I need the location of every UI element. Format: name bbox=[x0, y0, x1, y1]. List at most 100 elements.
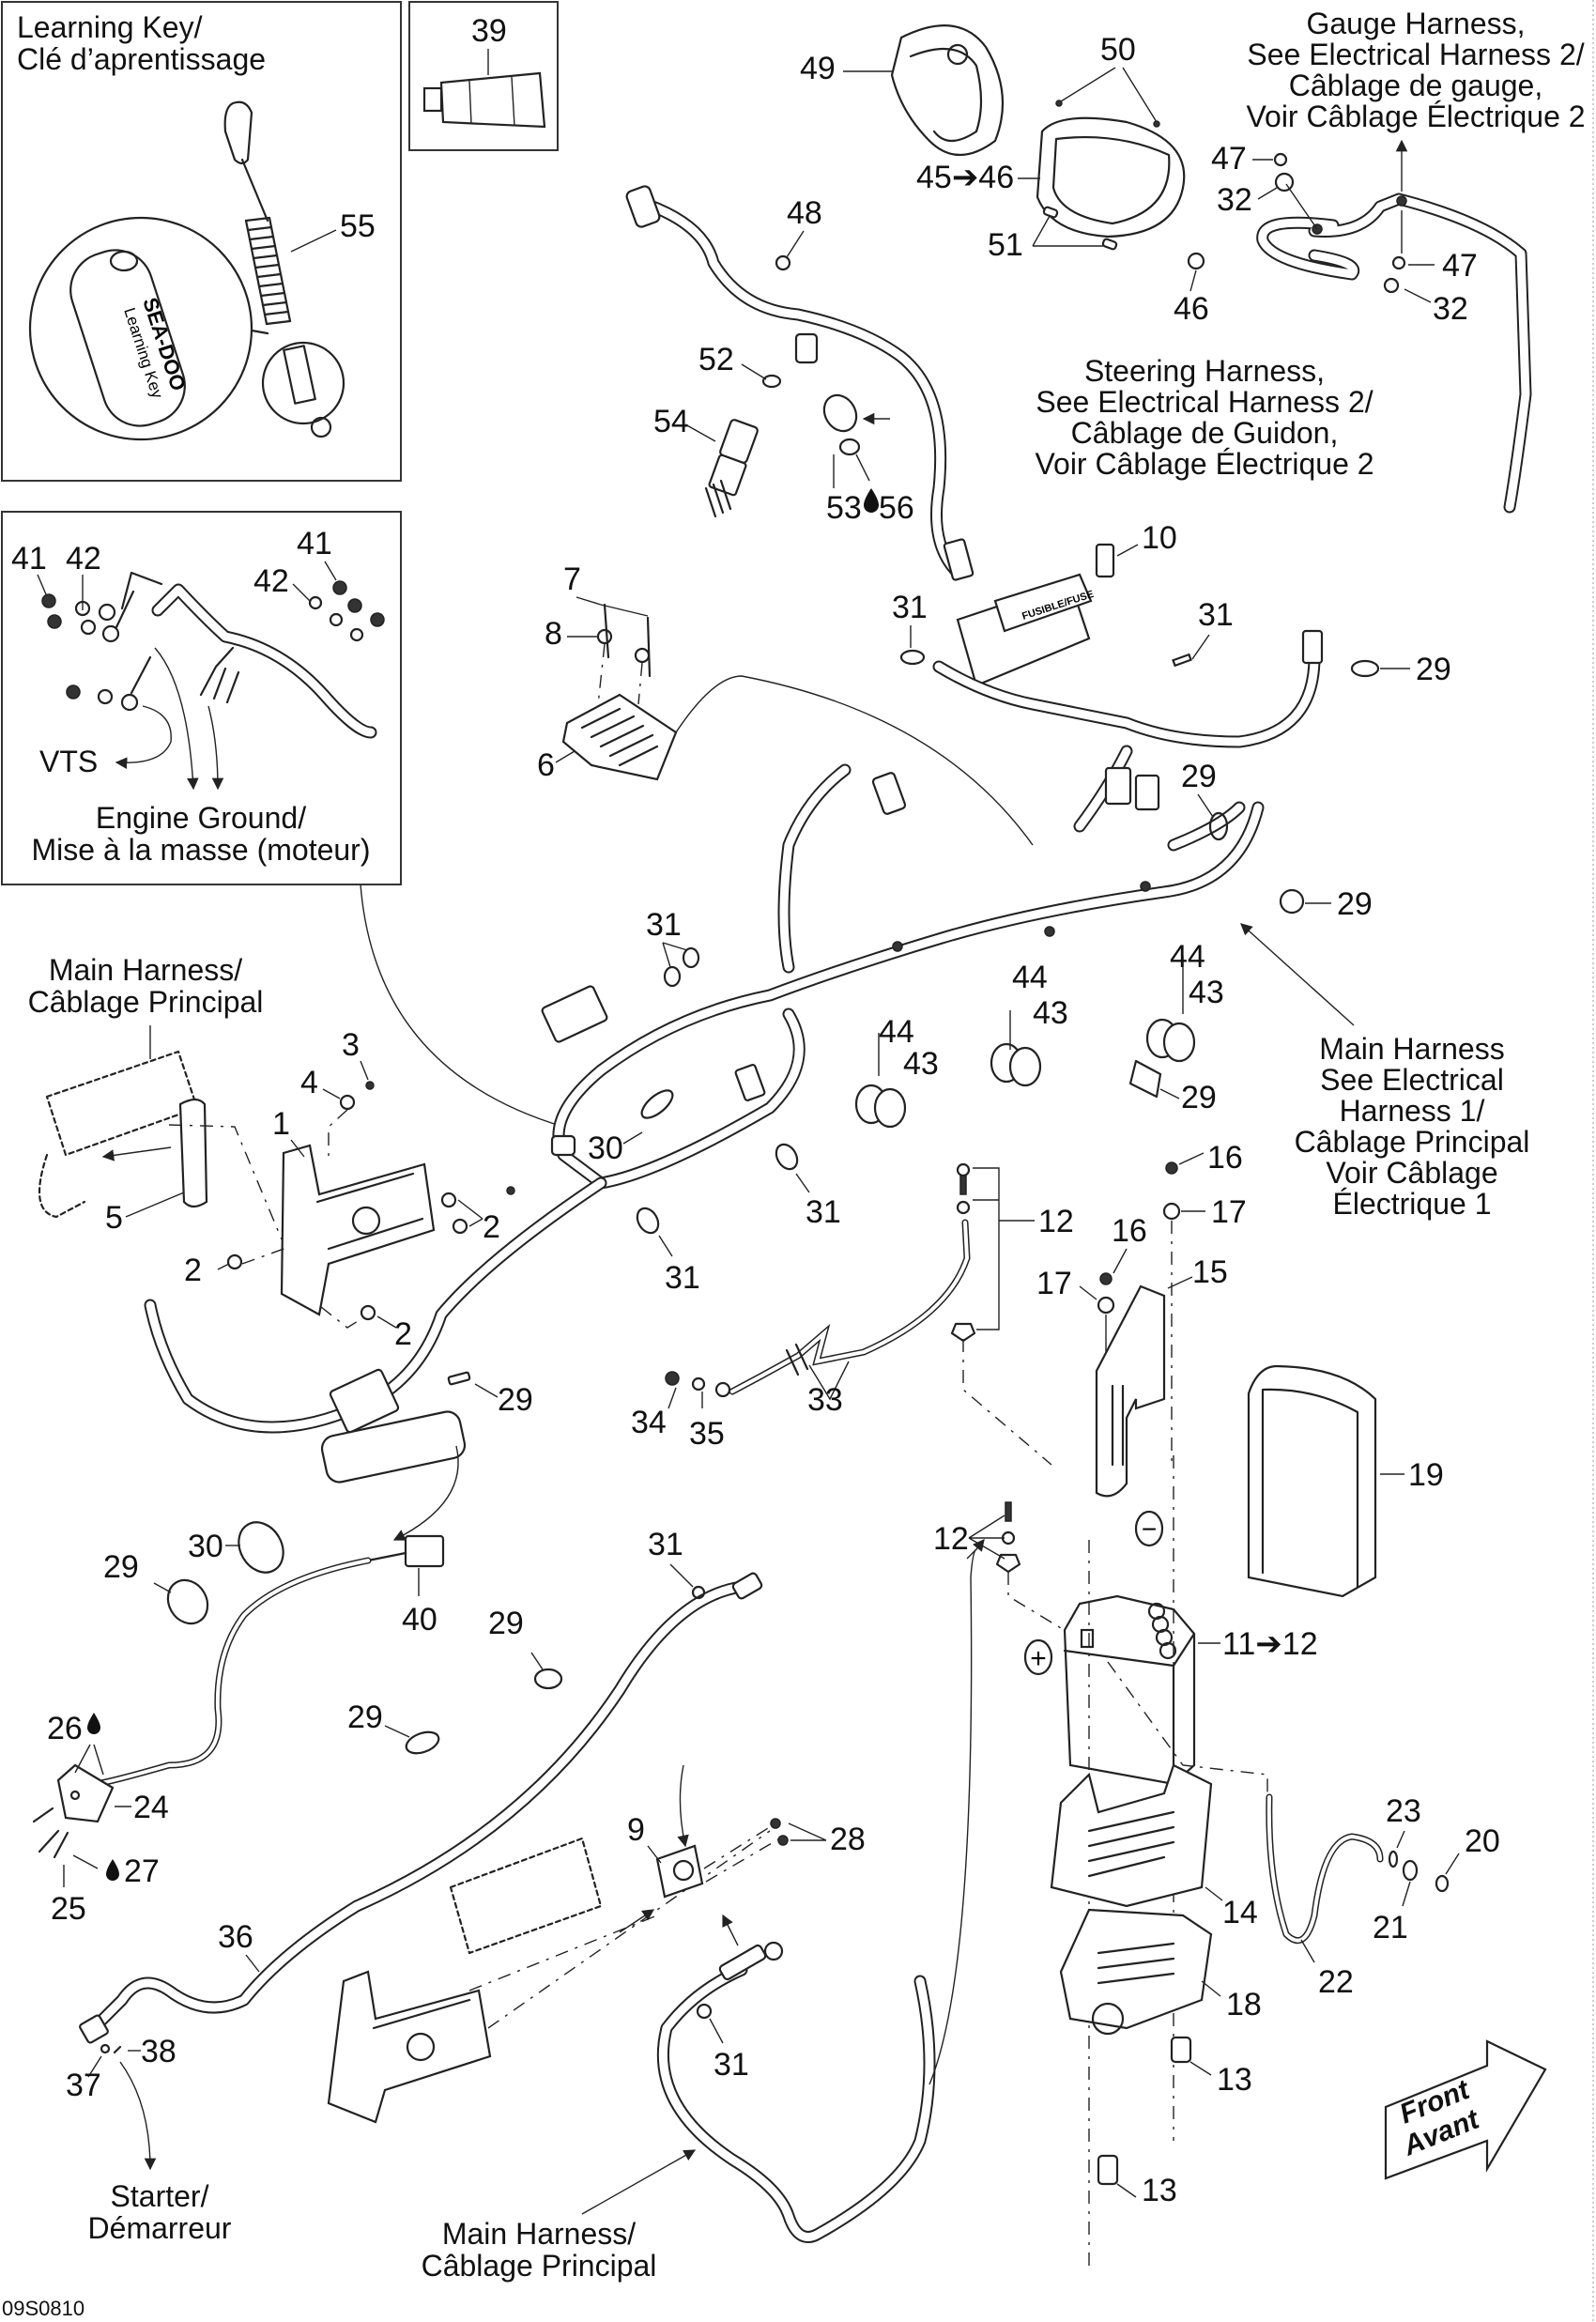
connector-icon bbox=[871, 772, 907, 815]
fuse-box-ghost-icon bbox=[38, 1050, 199, 1219]
detail-circle-small bbox=[261, 341, 345, 425]
callout-29-starter-b: 29 bbox=[347, 1699, 383, 1735]
connector-icon bbox=[734, 1064, 766, 1101]
callout-16-top: 16 bbox=[1207, 1140, 1243, 1176]
battery-bracket-15-icon bbox=[1095, 1284, 1166, 1498]
harness-connector-icon bbox=[541, 985, 608, 1043]
callout-30-harness: 30 bbox=[588, 1130, 623, 1166]
gauge-cluster-45-46 bbox=[1036, 116, 1186, 238]
callout-32-top: 32 bbox=[1217, 182, 1252, 218]
svg-text:Câblage de Guidon,: Câblage de Guidon, bbox=[1071, 416, 1339, 450]
tie-29-icon bbox=[405, 1730, 440, 1755]
inset-learning-key: Learning Key/ Clé d’aprentissage SEA-DOO… bbox=[1, 1, 402, 482]
grease-tube-icon bbox=[422, 71, 546, 129]
battery-11-icon bbox=[1063, 1594, 1196, 1786]
coiled-lanyard-icon bbox=[244, 216, 292, 326]
callout-41-right: 41 bbox=[297, 526, 332, 561]
clip-31-icon bbox=[636, 1207, 660, 1235]
key-post-icon bbox=[794, 332, 819, 364]
callout-37: 37 bbox=[66, 2068, 101, 2103]
cable-terminal-icon bbox=[718, 1944, 767, 1981]
positive-terminal-icon bbox=[1023, 1638, 1053, 1676]
main-harness-right-note: Main Harness See Electrical Harness 1/ C… bbox=[1295, 1032, 1530, 1221]
battery-cover-19-icon bbox=[1247, 1364, 1377, 1598]
connector-icon bbox=[943, 538, 974, 581]
callout-30-lower: 30 bbox=[188, 1529, 223, 1564]
document-id: 09S0810 bbox=[2, 2297, 84, 2320]
engine-ground-label-fr: Mise à la masse (moteur) bbox=[32, 833, 371, 867]
callout-44-a: 44 bbox=[879, 1014, 914, 1050]
callout-53: 53 bbox=[826, 490, 862, 526]
callout-31-harness-left: 31 bbox=[665, 1260, 700, 1296]
callout-14: 14 bbox=[1222, 1895, 1258, 1930]
sensor-24-icon bbox=[56, 1763, 115, 1823]
fluid-drop-icon bbox=[864, 488, 879, 513]
grommet-13-icon bbox=[1097, 2036, 1192, 2186]
callout-1: 1 bbox=[272, 1106, 290, 1142]
callout-2-bottom: 2 bbox=[394, 1316, 412, 1352]
battery-base-18-icon bbox=[1059, 1908, 1213, 2036]
tie-29-icon bbox=[1128, 1059, 1162, 1099]
engine-ground-label-en: Engine Ground/ bbox=[96, 801, 306, 835]
switch-housing-icon bbox=[822, 393, 858, 433]
callout-39: 39 bbox=[471, 13, 507, 49]
tie-29-icon bbox=[1350, 659, 1380, 678]
callout-31-fuse-right: 31 bbox=[1198, 597, 1234, 633]
callout-29-fuse-right: 29 bbox=[1416, 652, 1451, 687]
callout-38: 38 bbox=[141, 2034, 176, 2069]
relay-10-icon bbox=[1095, 543, 1115, 578]
callout-43-a: 43 bbox=[903, 1046, 939, 1082]
svg-text:Main Harness/: Main Harness/ bbox=[49, 953, 242, 987]
callout-7: 7 bbox=[563, 561, 581, 597]
callout-56: 56 bbox=[879, 490, 914, 526]
negative-terminal-icon bbox=[1134, 1510, 1164, 1547]
callout-12-battery: 12 bbox=[933, 1521, 969, 1557]
callout-27: 27 bbox=[124, 1853, 160, 1889]
callout-9: 9 bbox=[627, 1812, 645, 1848]
connector-icon bbox=[1301, 629, 1324, 665]
multi-connector-icon bbox=[329, 1368, 400, 1434]
lanyard-clip-icon bbox=[223, 100, 269, 223]
gauge-harness-note: Gauge Harness, See Electrical Harness 2/… bbox=[1246, 7, 1585, 133]
svg-text:Starter/: Starter/ bbox=[111, 2179, 209, 2213]
svg-text:Câblage Principal: Câblage Principal bbox=[422, 2249, 657, 2283]
callout-36: 36 bbox=[218, 1919, 253, 1955]
callout-19: 19 bbox=[1408, 1457, 1444, 1493]
callout-42-left: 42 bbox=[66, 541, 101, 577]
svg-text:See Electrical Harness 2/: See Electrical Harness 2/ bbox=[1036, 385, 1373, 419]
callout-55: 55 bbox=[340, 208, 376, 244]
connector-cover-ghost bbox=[320, 1410, 467, 1484]
ground-bolts-left-icon bbox=[41, 593, 139, 712]
callout-29-mid: 29 bbox=[1181, 759, 1217, 794]
gauge-bezel-49 bbox=[890, 24, 1005, 157]
callout-31-fuse-left: 31 bbox=[892, 590, 928, 625]
clip-51-icon bbox=[1042, 206, 1059, 219]
voltage-regulator-6-icon bbox=[561, 693, 678, 781]
callout-49: 49 bbox=[800, 51, 836, 86]
inset-frame bbox=[1, 1, 402, 482]
connector-40-icon bbox=[404, 1534, 445, 1568]
detail-circle-large bbox=[28, 216, 253, 441]
callout-28: 28 bbox=[830, 1822, 866, 1857]
svg-text:Câblage de gauge,: Câblage de gauge, bbox=[1289, 69, 1542, 102]
callout-20: 20 bbox=[1465, 1823, 1500, 1859]
callout-46: 46 bbox=[1174, 291, 1209, 327]
callout-34: 34 bbox=[631, 1405, 667, 1440]
bolt-12-icon bbox=[956, 1162, 971, 1177]
terminal-icon bbox=[79, 2014, 109, 2044]
callout-47-bottom: 47 bbox=[1442, 248, 1478, 284]
callout-4: 4 bbox=[300, 1065, 318, 1100]
svg-text:Steering Harness,: Steering Harness, bbox=[1084, 354, 1325, 388]
main-harness bbox=[552, 801, 1265, 1190]
callout-29-right: 29 bbox=[1337, 886, 1373, 922]
callout-31-harness-top: 31 bbox=[646, 907, 682, 943]
module-bracket-1-icon bbox=[280, 1144, 436, 1316]
callout-6: 6 bbox=[537, 747, 555, 783]
callout-44-c: 44 bbox=[1170, 939, 1205, 975]
callout-35: 35 bbox=[689, 1416, 725, 1452]
connector-icon bbox=[550, 1134, 576, 1157]
fuse-box-icon: FUSIBLE/FUSE bbox=[956, 573, 1095, 687]
callout-3: 3 bbox=[342, 1027, 360, 1063]
callout-43-b: 43 bbox=[1033, 995, 1068, 1031]
fuse-holder-5-icon bbox=[178, 1098, 208, 1208]
